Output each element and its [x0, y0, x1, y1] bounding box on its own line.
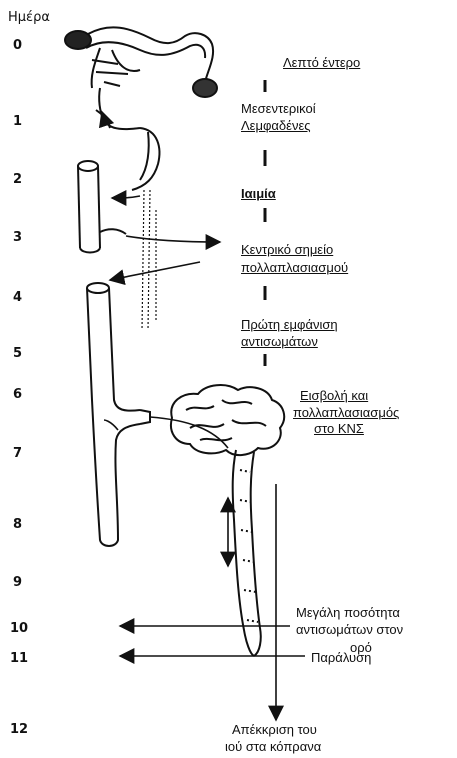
process-arrows: [102, 112, 228, 566]
label-central-site-1: Κεντρικό σημείο: [241, 242, 333, 258]
day-label-5: 5: [13, 346, 22, 361]
day-label-11: 11: [10, 651, 28, 666]
blood-vessel-lower: [87, 283, 150, 546]
feces-timeline: [120, 484, 305, 720]
day-label-6: 6: [13, 387, 22, 402]
label-paralysis: Παράλυση: [311, 650, 371, 666]
label-cns-3: στο ΚΝΣ: [314, 421, 364, 437]
day-label-3: 3: [13, 230, 22, 245]
day-label-12: 12: [10, 722, 28, 737]
day-label-7: 7: [13, 446, 22, 461]
lymph-vessel-illustration: [96, 110, 159, 190]
day-label-2: 2: [13, 172, 22, 187]
label-cns-2: πολλαπλασιασμός: [293, 405, 399, 421]
day-axis-title: Ημέρα: [8, 10, 50, 25]
day-label-9: 9: [13, 575, 22, 590]
small-intestine-illustration: [65, 27, 217, 122]
viremia-dotted-lines: [142, 190, 156, 330]
blood-vessel-upper: [78, 161, 126, 253]
label-central-site-2: πολλαπλασιασμού: [241, 260, 348, 276]
spinal-cord-illustration: [233, 450, 261, 656]
label-serum-1: Μεγάλη ποσότητα: [296, 605, 400, 621]
label-mesenteric-2: Λεμφαδένες: [241, 118, 311, 134]
day-label-1: 1: [13, 114, 22, 129]
label-mesenteric-1: Μεσεντερικοί: [241, 101, 316, 117]
day-label-0: 0: [13, 38, 22, 53]
brain-illustration: [171, 385, 284, 455]
label-cns-1: Εισβολή και: [300, 388, 368, 404]
label-antibody-2: αντισωμάτων: [241, 334, 318, 350]
day-label-4: 4: [13, 290, 22, 305]
label-feces-2: ιού στα κόπρανα: [225, 739, 321, 755]
label-antibody-1: Πρώτη εμφάνιση: [241, 317, 338, 333]
day-label-10: 10: [10, 621, 28, 636]
label-serum-2: αντισωμάτων στον: [296, 622, 403, 638]
label-viremia: Ιαιμία: [241, 186, 276, 202]
label-feces-1: Απέκκριση του: [232, 722, 317, 738]
day-label-8: 8: [13, 517, 22, 532]
label-small-intestine: Λεπτό έντερο: [283, 55, 360, 71]
